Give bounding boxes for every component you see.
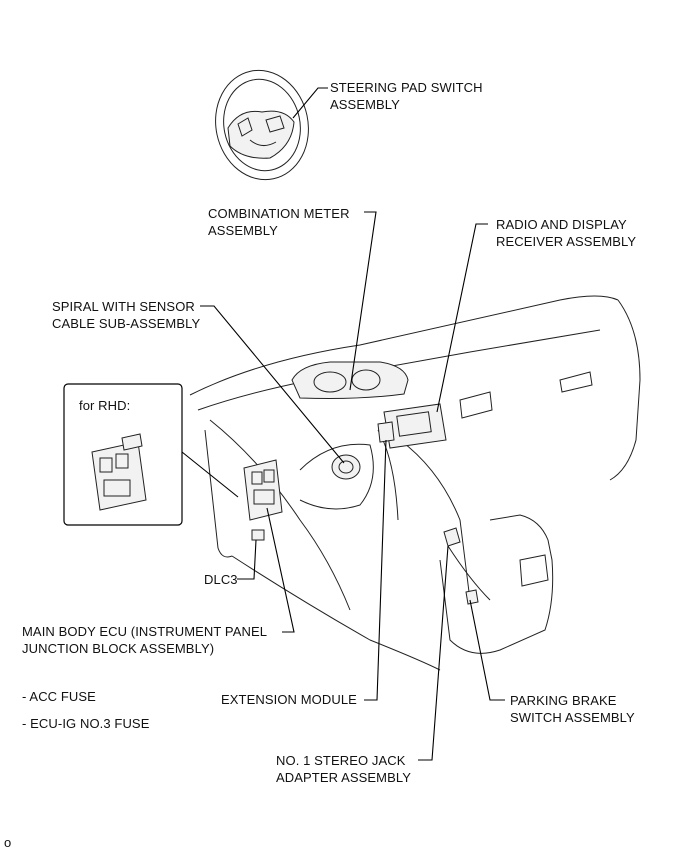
corner-mark: o [4,835,12,850]
radio-illustration [377,403,447,449]
dlc3-connector-illustration [251,529,265,541]
rhd-inset-box [63,383,183,526]
junction-block-illustration [243,459,283,521]
spiral-cable-illustration [331,454,361,480]
combination-meter-illustration [291,361,409,399]
label-extension-module: EXTENSION MODULE [221,692,357,707]
label-ecu-ig-fuse: - ECU-IG NO.3 FUSE [22,716,150,731]
label-dlc3: DLC3 [204,572,238,587]
label-for-rhd: for RHD: [79,398,131,413]
rhd-junction-block-illustration [91,433,147,511]
steering-wheel-illustration [215,69,309,181]
label-acc-fuse: - ACC FUSE [22,689,96,704]
parking-brake-illustration [443,527,491,605]
